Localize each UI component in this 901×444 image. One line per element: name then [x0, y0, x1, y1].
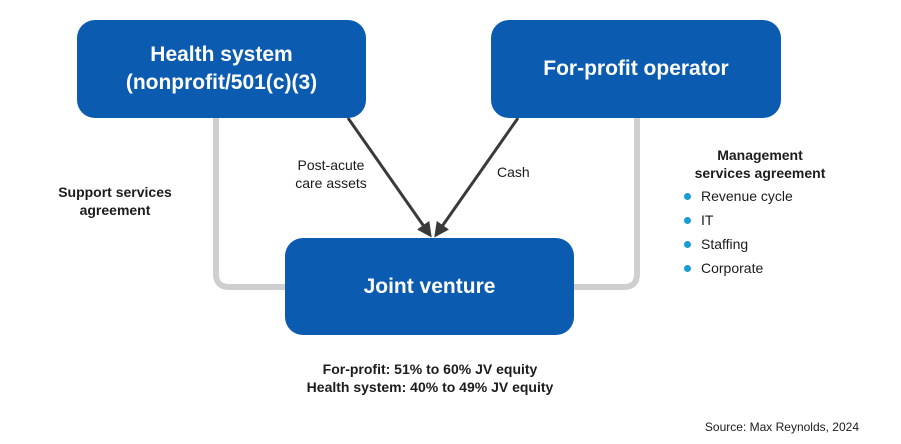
post-acute-label: Post-acute care assets	[281, 156, 381, 192]
equity-for-profit: For-profit: 51% to 60% JV equity	[322, 361, 538, 377]
support-services-line2: agreement	[79, 202, 151, 218]
source-note: Source: Max Reynolds, 2024	[704, 420, 859, 434]
joint-venture-node: Joint venture	[285, 238, 574, 335]
list-item: Corporate	[684, 256, 793, 280]
list-item: Revenue cycle	[684, 184, 793, 208]
health-system-node: Health system (nonprofit/501(c)(3)	[77, 20, 366, 118]
health-system-subtitle: (nonprofit/501(c)(3)	[125, 71, 318, 94]
list-item-label: IT	[701, 212, 714, 228]
bullet-dot-icon	[684, 216, 691, 224]
post-acute-line2: care assets	[295, 175, 367, 191]
equity-split: For-profit: 51% to 60% JV equity Health …	[250, 360, 610, 396]
for-profit-operator-title: For-profit operator	[543, 57, 729, 80]
list-item-label: Staffing	[701, 236, 749, 252]
management-services-line2: services agreement	[694, 165, 826, 181]
list-item: IT	[684, 208, 793, 232]
list-item-label: Revenue cycle	[701, 188, 793, 204]
management-services-list: Revenue cycle IT Staffing Corporate	[684, 184, 793, 280]
bullet-dot-icon	[684, 240, 691, 248]
joint-venture-title: Joint venture	[363, 274, 496, 298]
list-item: Staffing	[684, 232, 793, 256]
cash-arrow	[434, 117, 520, 238]
for-profit-operator-node: For-profit operator	[491, 20, 781, 118]
bullet-dot-icon	[684, 192, 691, 200]
support-services-label: Support services agreement	[50, 183, 180, 219]
bullet-dot-icon	[684, 264, 691, 272]
post-acute-line1: Post-acute	[297, 157, 365, 173]
equity-health-system: Health system: 40% to 49% JV equity	[306, 379, 554, 395]
management-services-line1: Management	[717, 147, 803, 163]
health-system-title: Health system	[150, 43, 293, 66]
post-acute-arrow	[346, 117, 432, 238]
support-agreement-connector	[213, 118, 286, 290]
cash-label: Cash	[497, 164, 530, 180]
list-item-label: Corporate	[701, 260, 764, 276]
support-services-line1: Support services	[58, 184, 172, 200]
management-agreement-connector	[574, 118, 640, 290]
management-services-label: Management services agreement	[680, 146, 840, 182]
